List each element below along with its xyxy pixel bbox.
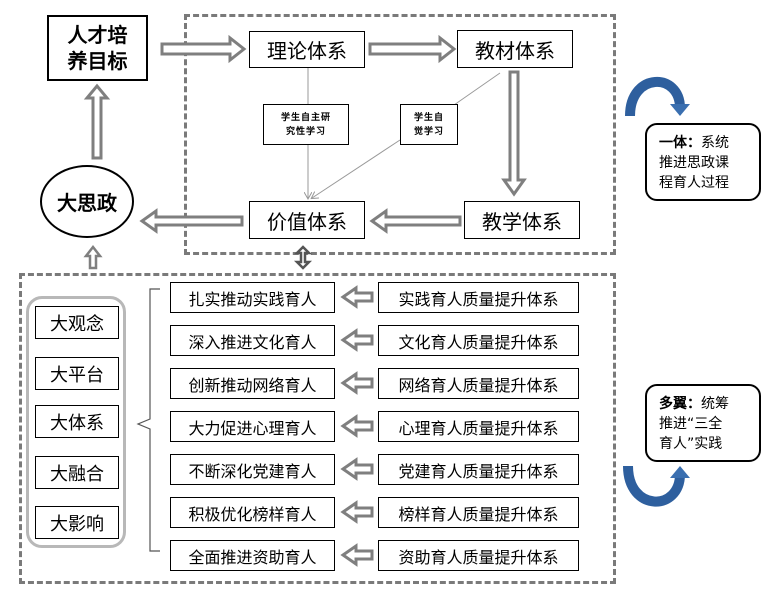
- one-body-text-l2: 推进思政课: [659, 155, 729, 171]
- theory-system-box: 理论体系: [249, 31, 365, 68]
- pillar-label: 大影响: [50, 513, 104, 535]
- action-label: 创新推动网络育人: [188, 375, 317, 395]
- one-body-text-l1: 系统: [701, 135, 729, 151]
- action-label: 不断深化党建育人: [188, 461, 317, 481]
- arrow-theory-to-textbook: [368, 34, 457, 64]
- big-ideology-label: 大思政: [57, 191, 117, 215]
- textbook-system-label: 教材体系: [475, 38, 555, 63]
- arrow-goal-to-theory: [160, 34, 247, 64]
- left-arrow-icon: [340, 328, 374, 352]
- system-box: 心理育人质量提升体系: [378, 411, 579, 442]
- action-box: 扎实推动实践育人: [170, 282, 335, 313]
- line-textbook-to-conscious: [453, 72, 501, 106]
- pillars-group: [26, 296, 126, 548]
- system-label: 资助育人质量提升体系: [398, 547, 559, 567]
- action-label: 积极优化榜样育人: [188, 504, 317, 524]
- top-system-group: [184, 14, 616, 255]
- arrow-ideology-to-goal: [83, 83, 111, 160]
- curve-arrow-one-body-icon: [625, 77, 690, 117]
- value-system-box: 价值体系: [249, 201, 365, 239]
- inquiry-learning-box: 学生自主研 究性学习: [263, 104, 349, 145]
- one-body-title: 一体：: [659, 135, 701, 151]
- action-label: 大力促进心理育人: [188, 418, 317, 438]
- multi-wing-callout: 多翼：统筹 推进“三全 育人”实践: [645, 384, 761, 462]
- theory-system-label: 理论体系: [267, 39, 347, 63]
- one-body-callout: 一体：系统 推进思政课 程育人过程: [645, 123, 761, 201]
- teaching-system-label: 教学体系: [482, 209, 562, 234]
- line-conscious-to-value: [312, 139, 401, 198]
- multi-wing-text-l2: 推进“三全: [659, 416, 723, 432]
- system-label: 心理育人质量提升体系: [398, 418, 559, 438]
- system-label: 榜样育人质量提升体系: [398, 504, 559, 524]
- row-arrows: [340, 285, 374, 567]
- system-box: 实践育人质量提升体系: [378, 282, 579, 313]
- pillar-label: 大体系: [50, 412, 104, 434]
- action-box: 积极优化榜样育人: [170, 497, 335, 528]
- left-arrow-icon: [340, 285, 374, 309]
- inquiry-learning-line1: 学生自主研: [280, 112, 331, 123]
- conscious-learning-line2: 觉学习: [413, 126, 444, 137]
- action-box: 创新推动网络育人: [170, 368, 335, 399]
- arrow-value-to-ideology: [139, 208, 244, 234]
- big-ideology-ellipse: 大思政: [40, 165, 134, 238]
- pillar-box: 大影响: [35, 506, 119, 539]
- multi-wing-text-l3: 育人”实践: [659, 436, 723, 452]
- action-label: 扎实推动实践育人: [188, 289, 317, 309]
- action-label: 深入推进文化育人: [188, 332, 317, 352]
- arrow-textbook-to-teaching: [501, 70, 527, 197]
- multi-wing-text-l1: 统筹: [701, 396, 729, 412]
- system-label: 党建育人质量提升体系: [398, 461, 559, 481]
- action-label: 全面推进资助育人: [188, 547, 317, 567]
- multi-wing-title: 多翼：: [659, 396, 701, 412]
- action-box: 大力促进心理育人: [170, 411, 335, 442]
- arrow-value-bottom-bidirectional: [293, 245, 313, 270]
- system-box: 资助育人质量提升体系: [378, 540, 579, 571]
- pillar-label: 大平台: [50, 364, 104, 386]
- one-body-text-l3: 程育人过程: [659, 175, 729, 191]
- action-box: 深入推进文化育人: [170, 325, 335, 356]
- system-label: 文化育人质量提升体系: [398, 332, 559, 352]
- value-system-label: 价值体系: [267, 209, 347, 234]
- bracket: [136, 288, 160, 552]
- conscious-learning-box: 学生自 觉学习: [400, 104, 458, 145]
- left-arrow-icon: [340, 414, 374, 438]
- pillar-box: 大体系: [35, 405, 119, 438]
- talent-goal-line2: 养目标: [67, 49, 128, 73]
- pillar-box: 大观念: [35, 306, 119, 339]
- inquiry-learning-line2: 究性学习: [285, 126, 326, 137]
- action-box: 全面推进资助育人: [170, 540, 335, 571]
- system-box: 党建育人质量提升体系: [378, 454, 579, 485]
- arrow-teaching-to-value: [369, 208, 462, 234]
- left-arrow-icon: [340, 457, 374, 481]
- conscious-learning-line1: 学生自: [413, 112, 444, 123]
- system-box: 网络育人质量提升体系: [378, 368, 579, 399]
- system-box: 文化育人质量提升体系: [378, 325, 579, 356]
- left-arrow-icon: [340, 371, 374, 395]
- action-box: 不断深化党建育人: [170, 454, 335, 485]
- pillar-label: 大融合: [50, 463, 104, 485]
- bottom-practice-group: [19, 273, 616, 584]
- arrow-bottom-to-ideology: [83, 244, 103, 270]
- system-label: 网络育人质量提升体系: [398, 375, 559, 395]
- curve-arrow-multi-wing-icon: [623, 465, 690, 507]
- talent-goal-box: 人才培 养目标: [47, 15, 148, 81]
- pillar-box: 大融合: [35, 456, 119, 489]
- pillar-box: 大平台: [35, 357, 119, 390]
- system-box: 榜样育人质量提升体系: [378, 497, 579, 528]
- textbook-system-box: 教材体系: [457, 30, 573, 68]
- left-arrow-icon: [340, 500, 374, 524]
- teaching-system-box: 教学体系: [464, 201, 580, 239]
- talent-goal-line1: 人才培: [67, 23, 128, 47]
- pillar-label: 大观念: [50, 313, 104, 335]
- system-label: 实践育人质量提升体系: [398, 289, 559, 309]
- left-arrow-icon: [340, 543, 374, 567]
